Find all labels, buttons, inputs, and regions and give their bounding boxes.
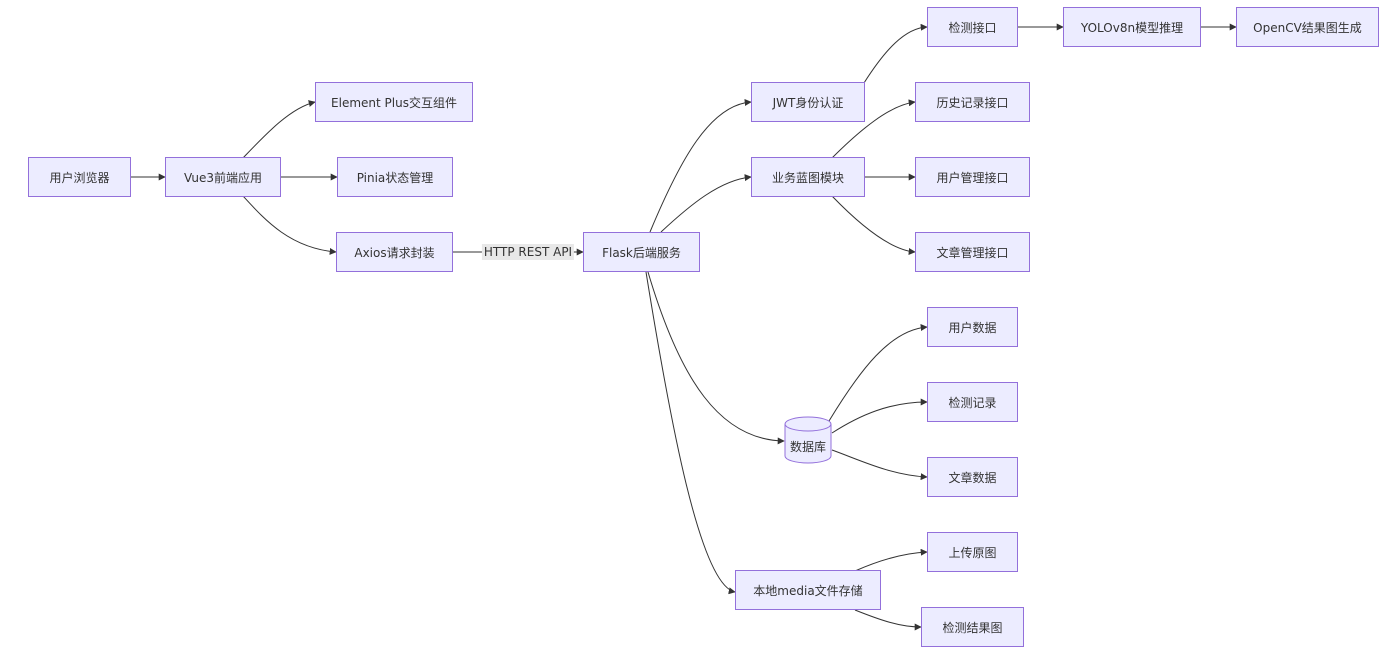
node-database: 数据库 xyxy=(789,439,826,454)
node-detect-api: 检测接口 xyxy=(927,7,1018,47)
edge-vue-axios xyxy=(242,195,337,255)
node-result-image: 检测结果图 xyxy=(921,607,1024,647)
node-browser: 用户浏览器 xyxy=(28,157,131,197)
node-media: 本地media文件存储 xyxy=(735,570,881,610)
edge-flask-blueprint xyxy=(660,174,752,233)
node-upload-image: 上传原图 xyxy=(927,532,1018,572)
database-cylinder xyxy=(784,416,832,464)
node-axios: Axios请求封装 xyxy=(336,232,453,272)
edge-media-result xyxy=(854,609,922,631)
edge-flask-media xyxy=(645,271,736,595)
node-opencv: OpenCV结果图生成 xyxy=(1236,7,1379,47)
edge-media-upload xyxy=(854,548,928,572)
node-jwt: JWT身份认证 xyxy=(751,82,865,122)
node-flask: Flask后端服务 xyxy=(583,232,700,272)
node-yolo: YOLOv8n模型推理 xyxy=(1063,7,1201,47)
edge-label-http-rest-api: HTTP REST API xyxy=(481,244,575,260)
node-history-api: 历史记录接口 xyxy=(915,82,1030,122)
node-user-api: 用户管理接口 xyxy=(915,157,1030,197)
edge-database-user-data xyxy=(828,324,928,422)
edge-flask-jwt xyxy=(649,98,752,233)
node-element: Element Plus交互组件 xyxy=(315,82,473,122)
edge-blueprint-article-api xyxy=(831,195,916,255)
node-pinia: Pinia状态管理 xyxy=(337,157,453,197)
node-detect-record: 检测记录 xyxy=(927,382,1018,422)
node-blueprint: 业务蓝图模块 xyxy=(751,157,865,197)
node-article-api: 文章管理接口 xyxy=(915,232,1030,272)
edge-flask-database xyxy=(647,271,785,445)
node-article-data: 文章数据 xyxy=(927,457,1018,497)
node-user-data: 用户数据 xyxy=(927,307,1018,347)
edge-database-article-data xyxy=(831,449,928,481)
edge-database-detect-record xyxy=(831,398,928,434)
edge-vue-element xyxy=(242,100,316,159)
node-vue: Vue3前端应用 xyxy=(165,157,281,197)
edge-jwt-detect xyxy=(863,23,928,84)
edge-blueprint-history xyxy=(831,99,916,159)
